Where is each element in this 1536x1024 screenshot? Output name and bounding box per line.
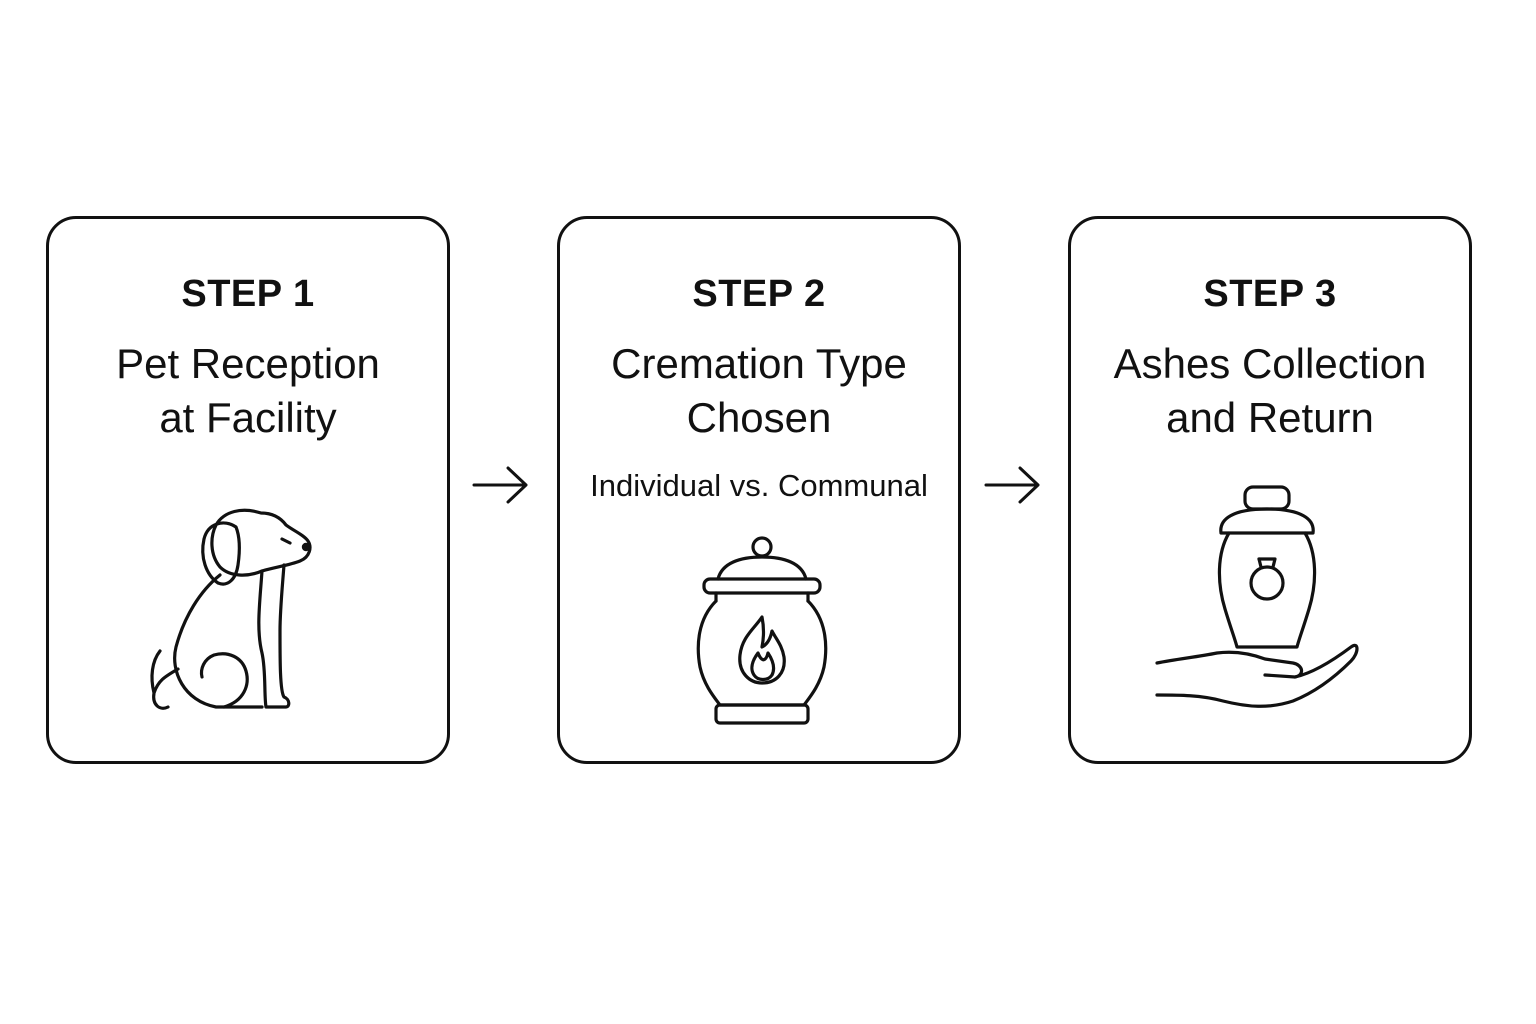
step-2-label: STEP 2 bbox=[692, 273, 826, 315]
arrow-right-icon bbox=[470, 462, 532, 508]
urn-in-hand-icon bbox=[1153, 483, 1369, 719]
step-3-title-line-1: Ashes Collection bbox=[1113, 340, 1427, 387]
step-1-card: STEP 1 Pet Reception at Facility bbox=[46, 216, 450, 764]
arrow-right-icon bbox=[982, 462, 1044, 508]
step-3-title: Ashes Collection and Return bbox=[1071, 337, 1469, 445]
step-1-title-line-1: Pet Reception bbox=[116, 340, 380, 387]
urn-flame-icon bbox=[692, 533, 832, 733]
step-2-title: Cremation Type Chosen bbox=[560, 337, 958, 445]
step-2-note: Individual vs. Communal bbox=[590, 468, 928, 503]
step-2-card: STEP 2 Cremation Type Chosen Individual … bbox=[557, 216, 961, 764]
step-3-label: STEP 3 bbox=[1203, 273, 1337, 315]
step-1-title-line-2: at Facility bbox=[159, 394, 337, 441]
dog-icon bbox=[144, 501, 364, 717]
step-2-title-line-2: Chosen bbox=[686, 394, 832, 441]
step-3-title-line-2: and Return bbox=[1166, 394, 1374, 441]
step-3-card: STEP 3 Ashes Collection and Return bbox=[1068, 216, 1472, 764]
step-1-title: Pet Reception at Facility bbox=[49, 337, 447, 445]
step-1-label: STEP 1 bbox=[181, 273, 315, 315]
step-2-title-line-1: Cremation Type bbox=[611, 340, 907, 387]
